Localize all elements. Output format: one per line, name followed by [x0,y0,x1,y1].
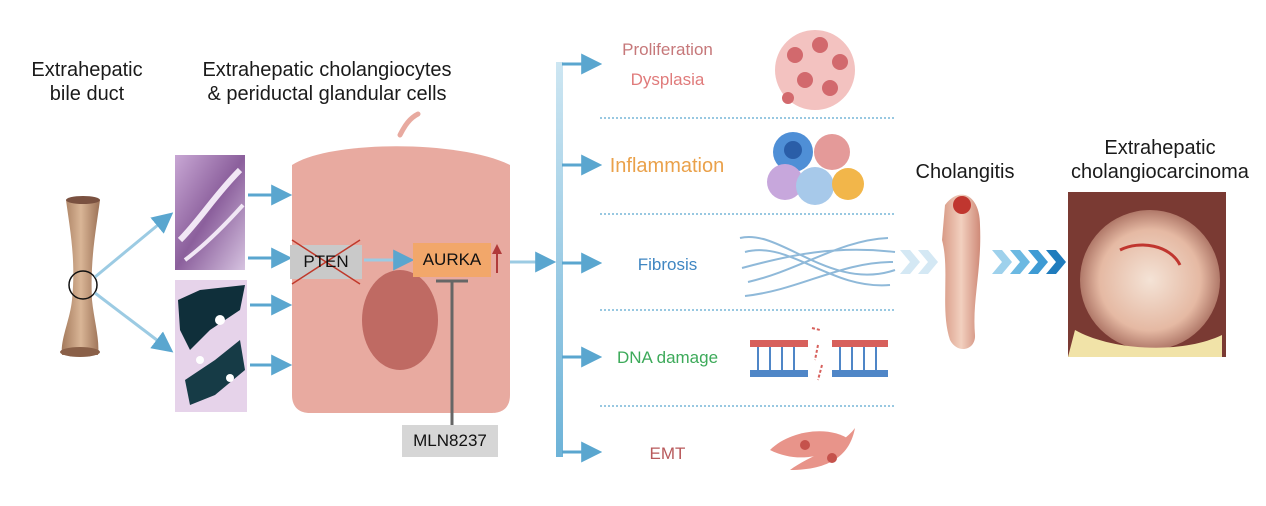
histology-he-image [175,155,245,270]
arrow-to-histology-bottom [94,291,174,353]
cholangitis-label: Cholangitis [915,161,1015,183]
mln8237-box [402,425,498,457]
progression-chevrons-2 [992,250,1066,274]
outcome-proliferation-label: Proliferation [622,40,713,59]
outcome-dysplasia-label: Dysplasia [630,70,705,89]
magnified-region-circle [68,270,98,300]
outcome-inflammation-label: Inflammation [609,155,725,177]
cholangiocarcinoma-image [1068,192,1226,357]
immune-cells-icon [767,132,864,205]
upregulation-arrow-icon [492,244,502,254]
proliferating-cells-icon [775,30,855,110]
dna-damage-icon [750,327,888,381]
cell-nucleus [362,270,438,370]
outcome-dna-damage-label: DNA damage [616,348,719,367]
pten-label: PTEN [303,252,349,271]
aurka-label: AURKA [422,250,482,269]
emt-cells-icon [770,428,855,470]
aurka-box [413,243,491,277]
bile-duct-image [60,196,100,357]
outcome-emt-label: EMT [649,444,686,463]
arrow-to-histology-top [94,212,174,279]
cholangitis-image [942,194,981,350]
pten-cross-line-2 [291,239,361,285]
progression-chevrons-1 [900,250,938,274]
outcome-fibrosis-label: Fibrosis [637,255,698,274]
bile-duct-label: Extrahepatic bile duct [31,59,143,105]
cell-cilium [397,111,421,138]
outcome-bracket [556,62,563,457]
mln8237-label: MLN8237 [413,431,487,450]
carcinoma-label: Extrahepatic cholangiocarcinoma [1071,137,1249,183]
histology-blue-stain-image [175,280,247,412]
cells-title-label: Extrahepatic cholangiocytes & periductal… [202,59,452,105]
fibers-icon [739,235,896,297]
